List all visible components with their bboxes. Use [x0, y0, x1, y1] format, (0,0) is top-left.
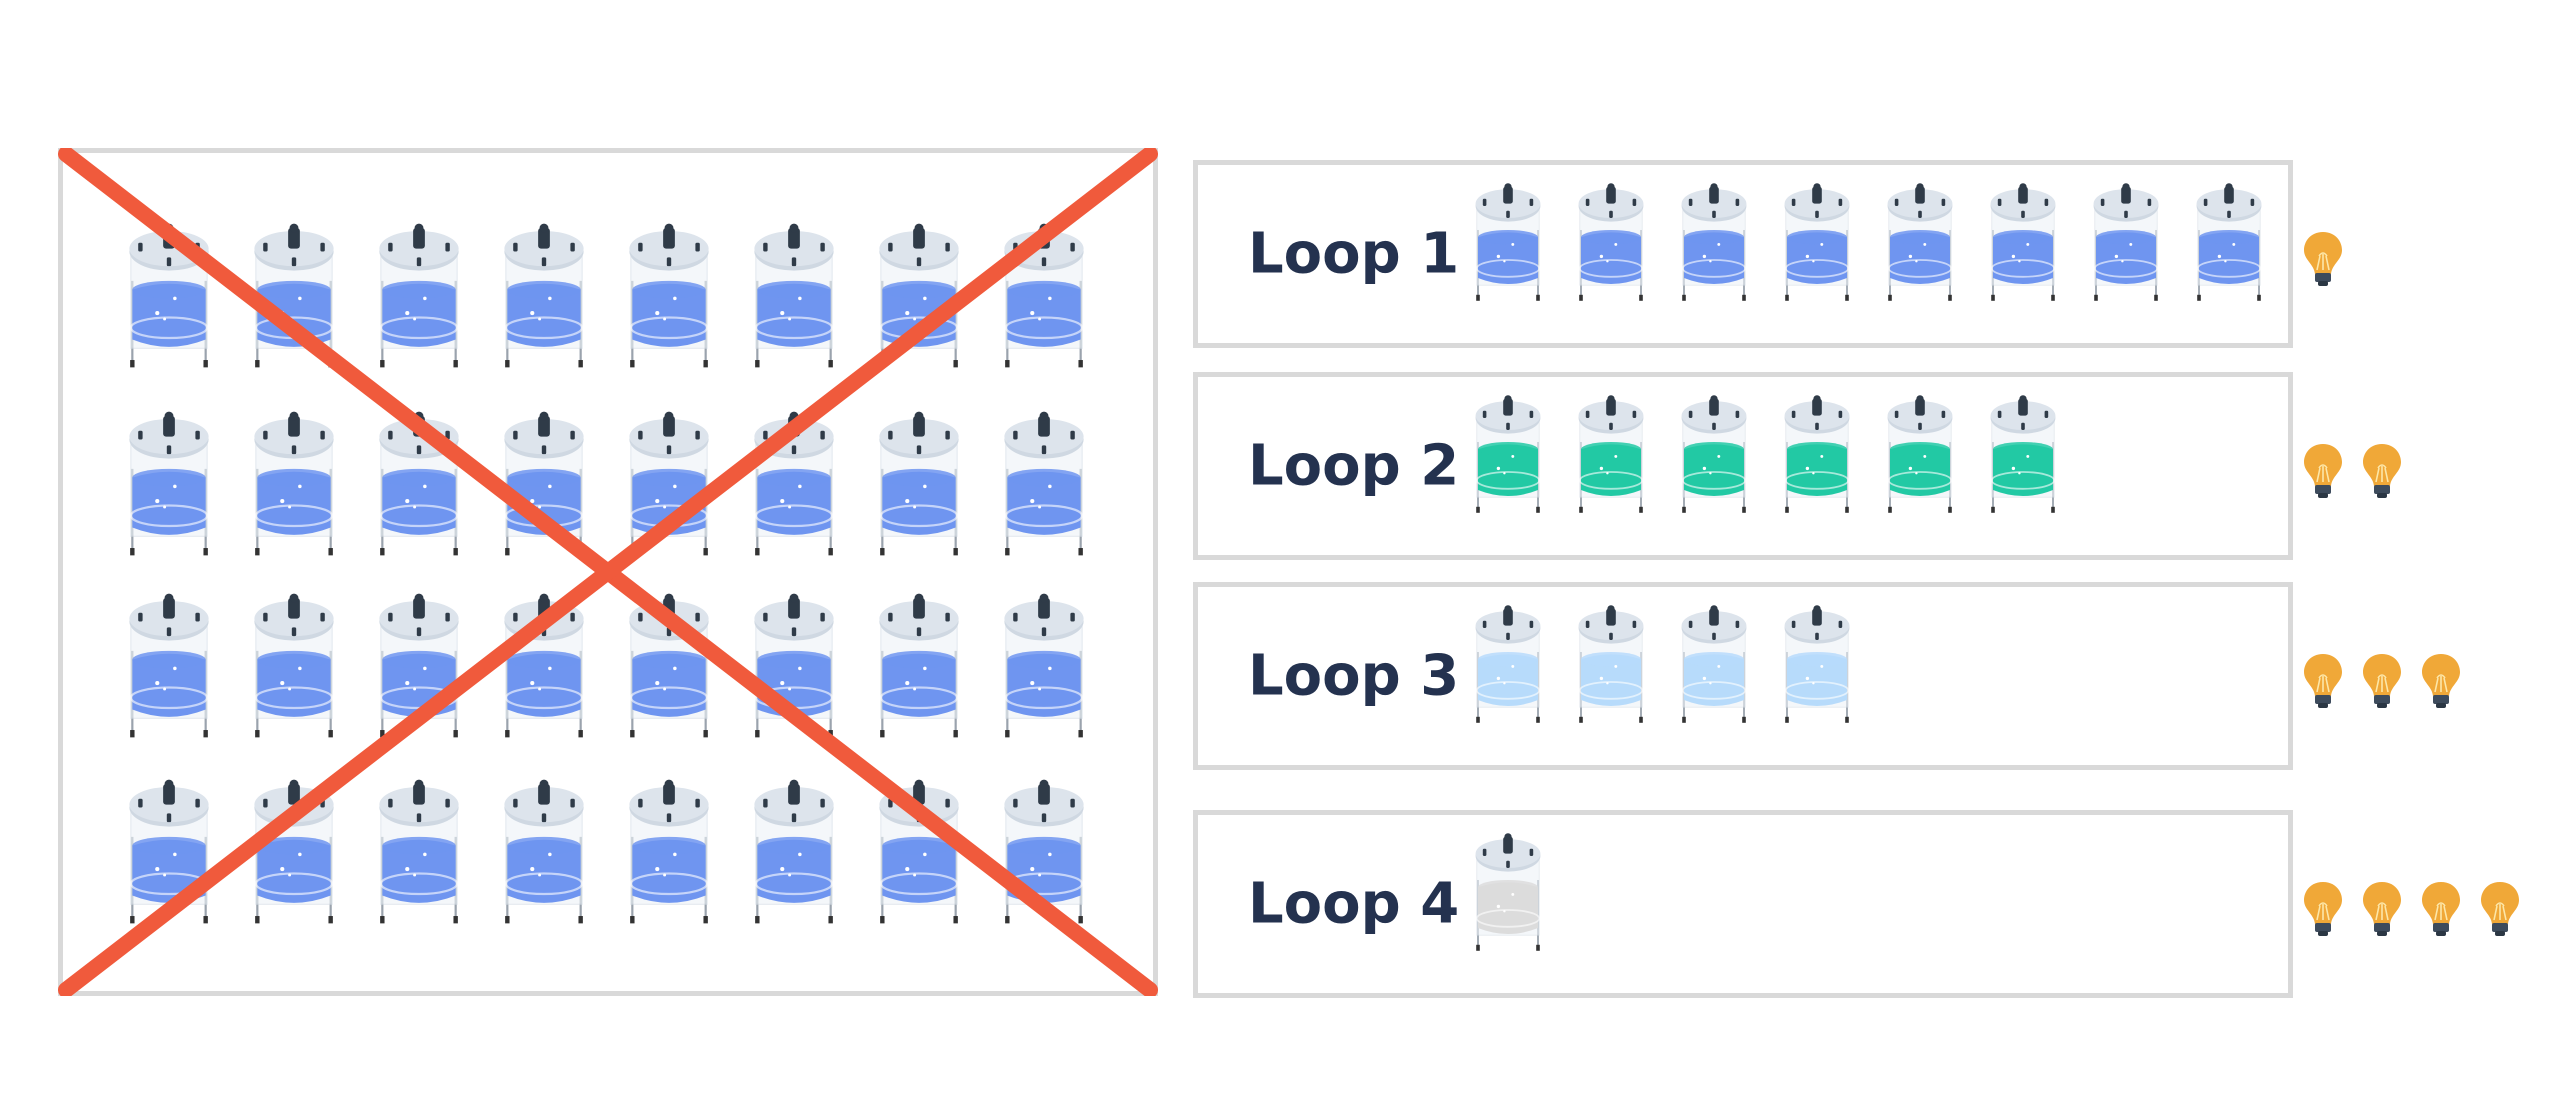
- loop-row-4: Loop 4: [1193, 810, 2293, 998]
- tank-icon: [1472, 604, 1544, 728]
- tank-icon: [750, 778, 838, 929]
- tank-icon: [2090, 182, 2162, 306]
- tank-icon: [1575, 182, 1647, 306]
- lightbulb-icon: [2302, 230, 2344, 292]
- tank-icon: [1472, 394, 1544, 518]
- loop-label: Loop 4: [1248, 871, 1460, 937]
- tank-icon: [1987, 394, 2059, 518]
- tank-icon: [375, 222, 463, 373]
- tank-icon: [1781, 394, 1853, 518]
- tank-icon: [125, 410, 213, 561]
- lightbulb-icon: [2302, 442, 2344, 504]
- lightbulb-icon: [2361, 442, 2403, 504]
- tank-icon: [625, 778, 713, 929]
- single-loop-tank-grid: [58, 148, 1158, 996]
- tank-icon: [1781, 182, 1853, 306]
- tank-icon: [750, 222, 838, 373]
- cross-out-mark: [58, 148, 1158, 996]
- tank-icon: [375, 778, 463, 929]
- tank-icon: [1000, 410, 1088, 561]
- tank-icon: [250, 410, 338, 561]
- tank-icon: [1678, 394, 1750, 518]
- tank-icon: [500, 410, 588, 561]
- tank-icon: [875, 592, 963, 743]
- loop-label: Loop 3: [1248, 643, 1460, 709]
- tank-icon: [1575, 394, 1647, 518]
- lightbulb-icon: [2420, 652, 2462, 714]
- tank-icon: [1884, 182, 1956, 306]
- loop-label: Loop 1: [1248, 221, 1460, 287]
- tank-icon: [125, 592, 213, 743]
- tank-icon: [1472, 832, 1544, 956]
- tank-icon: [250, 592, 338, 743]
- tank-icon: [1884, 394, 1956, 518]
- lightbulb-icon: [2479, 880, 2521, 942]
- lightbulb-icon: [2302, 652, 2344, 714]
- tank-icon: [500, 222, 588, 373]
- tank-icon: [1000, 592, 1088, 743]
- tank-icon: [125, 778, 213, 929]
- tank-icon: [1678, 604, 1750, 728]
- tank-icon: [375, 592, 463, 743]
- tank-icon: [500, 778, 588, 929]
- tank-icon: [875, 410, 963, 561]
- tank-icon: [1000, 222, 1088, 373]
- loop-label: Loop 2: [1248, 433, 1460, 499]
- tank-icon: [875, 778, 963, 929]
- tank-icon: [1472, 182, 1544, 306]
- tank-icon: [2193, 182, 2265, 306]
- tank-icon: [750, 592, 838, 743]
- lightbulb-icon: [2361, 880, 2403, 942]
- lightbulb-icon: [2302, 880, 2344, 942]
- tank-icon: [625, 222, 713, 373]
- lightbulb-icon: [2361, 652, 2403, 714]
- tank-icon: [1987, 182, 2059, 306]
- tank-icon: [1575, 604, 1647, 728]
- tank-icon: [1678, 182, 1750, 306]
- tank-icon: [1781, 604, 1853, 728]
- lightbulb-icon: [2420, 880, 2462, 942]
